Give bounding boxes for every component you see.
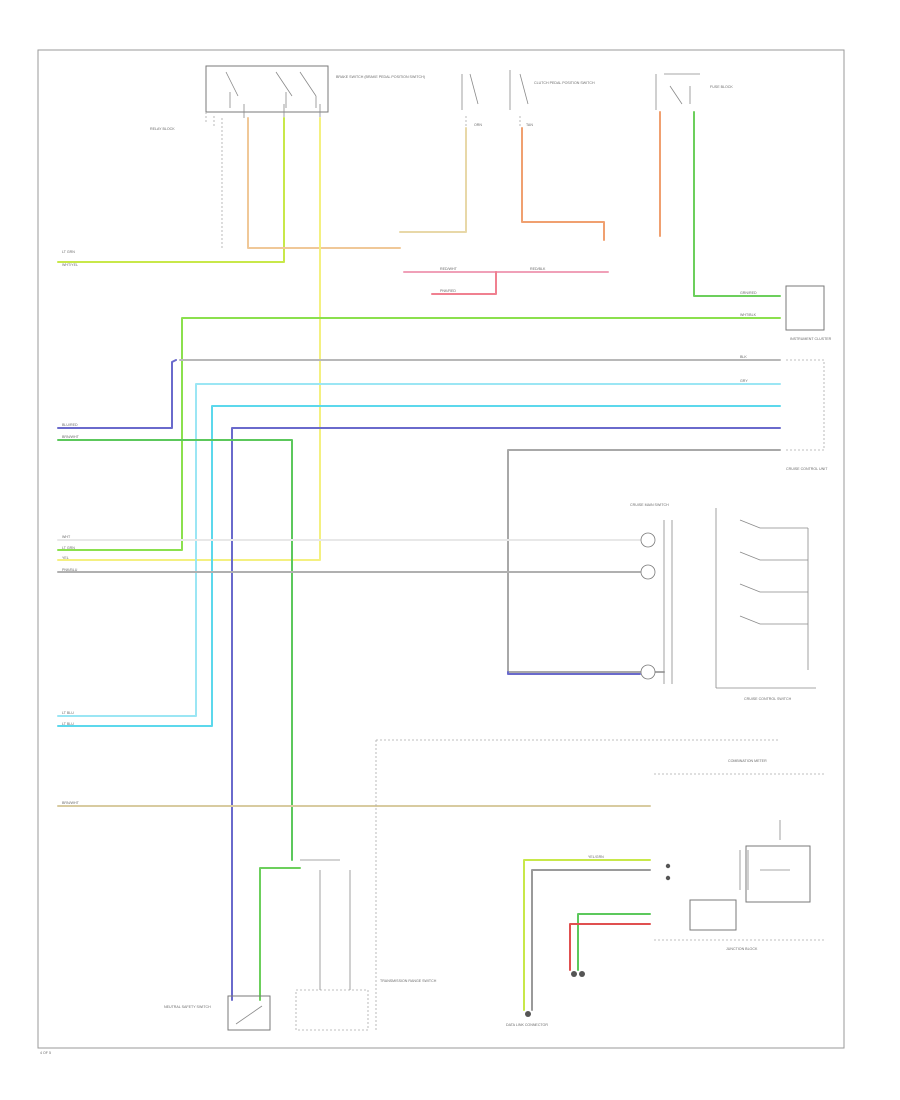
- instrument-cluster-label: INSTRUMENT CLUSTER: [790, 337, 832, 341]
- wire-label-yel-grn: YEL/GRN: [588, 855, 604, 859]
- wire-pink-branch: [431, 271, 497, 295]
- relay-block-right: FUSE BLOCK: [655, 73, 733, 110]
- wire-blue-cruise: [507, 671, 641, 675]
- junction-block-label: JUNCTION BLOCK: [726, 947, 758, 951]
- page-reference: 4 OF 5: [40, 1051, 51, 1055]
- wire-orange-clutch: [521, 127, 605, 241]
- wire-yel-grn-top: [57, 117, 285, 263]
- instrument-connector-box: [785, 285, 825, 331]
- wire-label-lt-grn: LT GRN: [62, 250, 75, 254]
- wire-yel-grn-bottom: [523, 859, 651, 1011]
- relay-label-right: FUSE BLOCK: [710, 85, 733, 89]
- wire-labels: LT GRN WHT/YEL BLU/RED BRN/WHT WHT LT GR…: [62, 123, 757, 859]
- wire-yellow-long: [57, 117, 321, 561]
- wire-label-pnk-blu: PNK/BLU: [62, 568, 78, 572]
- diagram-frame: [37, 49, 845, 1049]
- wire-label-blu-red: BLU/RED: [62, 423, 78, 427]
- wire-blue-left: [57, 359, 177, 429]
- transmission-range-switch-label: TRANSMISSION RANGE SWITCH: [380, 979, 437, 983]
- wire-lt-grn-long: [57, 317, 781, 551]
- wire-label-gry: GRY: [740, 379, 748, 383]
- wire-green-nsw: [259, 867, 301, 1001]
- wire-label-lt-blu: LT BLU: [62, 711, 74, 715]
- wire-group: [57, 111, 781, 1011]
- wire-green-bottom-right: [577, 913, 651, 971]
- cruise-control-switch: CRUISE CONTROL SWITCH CRUISE MAIN SWITCH: [630, 503, 816, 701]
- wire-label-blk: BLK: [740, 355, 747, 359]
- neutral-switch-area: NEUTRAL SAFETY SWITCH TRANSMISSION RANGE…: [164, 859, 437, 1031]
- wire-gray-cruise: [507, 449, 781, 673]
- wire-lt-blu-1: [57, 383, 781, 717]
- brake-switch-block: BRAKE SWITCH (BRAKE PEDAL POSITION SWITC…: [150, 65, 425, 250]
- wire-label-red-wht: RED/WHT: [440, 267, 458, 271]
- wire-green-down: [57, 439, 293, 861]
- wire-label-brn-wht-2: BRN/WHT: [62, 801, 80, 805]
- clutch-switch-block: CLUTCH PEDAL POSITION SWITCH: [461, 70, 595, 128]
- cruise-main-switch-label: CRUISE MAIN SWITCH: [630, 503, 669, 507]
- wire-label-orn: ORN: [474, 123, 482, 127]
- wire-label-brn-wht: BRN/WHT: [62, 435, 80, 439]
- relay-block-label: RELAY BLOCK: [150, 127, 175, 131]
- data-link-connector-label: DATA LINK CONNECTOR: [506, 1023, 548, 1027]
- wire-label-yel: YEL: [62, 556, 69, 560]
- combination-meter-area: COMBINATION METER JUNCTION BLOCK: [375, 739, 824, 1030]
- wire-red-bottom-right: [569, 923, 651, 971]
- wire-label-wht: WHT: [62, 535, 71, 539]
- wire-label-grn-red: GRN/RED: [740, 291, 757, 295]
- data-link-connector: DATA LINK CONNECTOR: [506, 971, 585, 1027]
- wire-label-wht-blk: WHT/BLK: [740, 313, 757, 317]
- brake-switch-label: BRAKE SWITCH (BRAKE PEDAL POSITION SWITC…: [336, 75, 425, 79]
- wire-label-lt-blu-2: LT BLU: [62, 722, 74, 726]
- wire-tan-brake: [247, 117, 401, 249]
- neutral-switch-label: NEUTRAL SAFETY SWITCH: [164, 1005, 211, 1009]
- wire-tan-clutch: [399, 127, 467, 233]
- wire-label-red-blk: RED/BLK: [530, 267, 546, 271]
- wire-lt-blu-2: [57, 405, 781, 727]
- cruise-control-switch-label: CRUISE CONTROL SWITCH: [744, 697, 792, 701]
- wire-green-relay: [693, 111, 781, 297]
- wire-label-tan: TAN: [526, 123, 533, 127]
- wire-label-wht-yel: WHT/YEL: [62, 263, 78, 267]
- clutch-switch-label: CLUTCH PEDAL POSITION SWITCH: [534, 81, 595, 85]
- wire-blue-long: [231, 427, 781, 1001]
- wire-label-lt-grn-2: LT GRN: [62, 546, 75, 550]
- right-connectors: INSTRUMENT CLUSTER CRUISE CONTROL UNIT: [785, 285, 832, 471]
- wire-label-pnk-red: PNK/RED: [440, 289, 456, 293]
- cruise-control-unit-label: CRUISE CONTROL UNIT: [786, 467, 828, 471]
- combination-meter-label: COMBINATION METER: [728, 759, 767, 763]
- wire-gray-bottom: [531, 869, 651, 1011]
